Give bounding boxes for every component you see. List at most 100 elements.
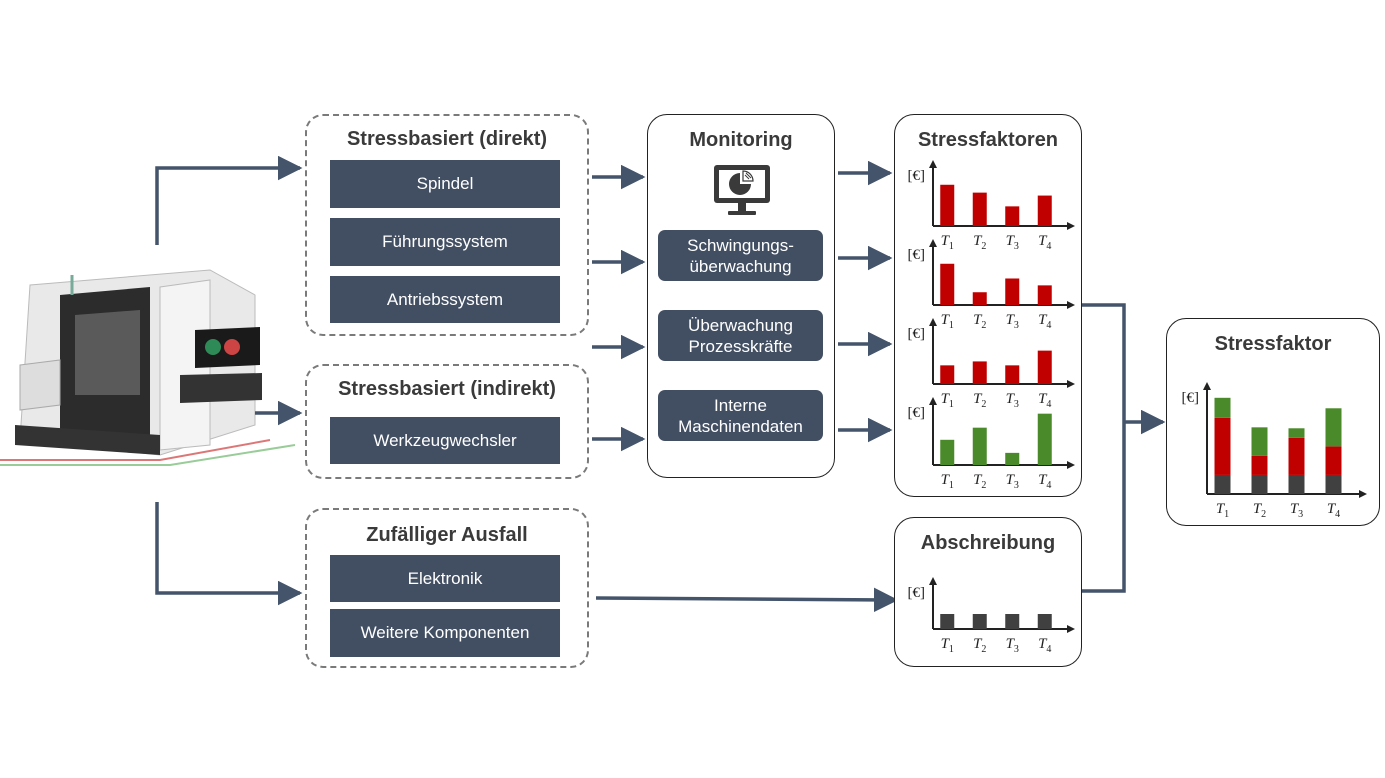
monitor-pie-chart-icon xyxy=(714,165,770,215)
stressfaktoren-title: Stressfaktoren xyxy=(917,129,1059,151)
component-weitere-komponenten[interactable]: Weitere Komponenten xyxy=(330,609,560,657)
x-axis-arrow xyxy=(1067,625,1075,633)
x-axis-arrow xyxy=(1067,301,1075,309)
abschreibung-title: Abschreibung xyxy=(920,532,1056,554)
bar-T2 xyxy=(972,427,987,465)
bar-T2 xyxy=(972,614,987,629)
x-tick-label: T4 xyxy=(1327,501,1340,520)
bar-T1 xyxy=(940,184,955,226)
x-tick-label: T2 xyxy=(1253,501,1266,520)
monitoring-prozesskraefte[interactable]: Überwachung Prozesskräfte xyxy=(658,310,823,361)
y-axis-label: [€] xyxy=(1182,390,1200,406)
monitoring-schwingungsueberwachung[interactable]: Schwingungs- überwachung xyxy=(658,230,823,281)
arrow-machine-random xyxy=(155,502,303,606)
group-random-failure-title: Zufälliger Ausfall xyxy=(366,524,528,546)
bar-T2-segment-1 xyxy=(1251,474,1268,494)
x-axis-arrow xyxy=(1067,380,1075,388)
stressfaktor-title: Stressfaktor xyxy=(1214,333,1332,355)
x-tick-label: T1 xyxy=(941,636,954,655)
bar-T4 xyxy=(1037,413,1052,465)
x-tick-label: T2 xyxy=(973,391,986,410)
x-tick-label: T2 xyxy=(973,233,986,252)
cnc-machine-icon xyxy=(0,269,296,466)
y-axis-arrow xyxy=(929,577,937,585)
x-tick-label: T2 xyxy=(973,636,986,655)
bar-T3-segment-1 xyxy=(1288,474,1305,494)
y-axis-arrow xyxy=(929,318,937,326)
x-tick-label: T1 xyxy=(1216,501,1229,520)
bar-T3-segment-2 xyxy=(1288,437,1305,475)
bar-T4 xyxy=(1037,285,1052,305)
bar-T2-segment-3 xyxy=(1251,427,1268,456)
bar-T3 xyxy=(1005,452,1020,465)
x-axis-arrow xyxy=(1067,222,1075,230)
x-tick-label: T4 xyxy=(1038,391,1051,410)
x-tick-label: T3 xyxy=(1006,312,1019,331)
monitoring-title: Monitoring xyxy=(689,129,793,151)
bar-T2 xyxy=(972,361,987,384)
abschreibung-chart: [€] T1 T2 T3 T4 xyxy=(908,577,1075,655)
x-tick-label: T2 xyxy=(973,472,986,491)
bar-T3-segment-3 xyxy=(1288,428,1305,438)
bar-T1 xyxy=(940,439,955,465)
bar-T4 xyxy=(1037,350,1052,384)
y-axis-label: [€] xyxy=(908,585,926,601)
y-axis-label: [€] xyxy=(908,405,926,421)
group-random-failure: Zufälliger Ausfall xyxy=(305,508,589,668)
bar-T3 xyxy=(1005,365,1020,384)
y-axis-label: [€] xyxy=(908,326,926,342)
bar-T1 xyxy=(940,263,955,305)
component-spindel[interactable]: Spindel xyxy=(330,160,560,208)
bar-T3 xyxy=(1005,206,1020,226)
y-axis-arrow xyxy=(929,397,937,405)
bar-T1-segment-3 xyxy=(1214,397,1231,418)
component-werkzeugwechsler[interactable]: Werkzeugwechsler xyxy=(330,417,560,464)
x-tick-label: T1 xyxy=(941,391,954,410)
y-axis-label: [€] xyxy=(908,168,926,184)
y-axis-arrow xyxy=(929,239,937,247)
x-tick-label: T1 xyxy=(941,312,954,331)
bar-T4-segment-3 xyxy=(1325,408,1342,447)
x-tick-label: T3 xyxy=(1006,233,1019,252)
arrow-merge-top xyxy=(1082,303,1126,593)
x-tick-label: T3 xyxy=(1290,501,1303,520)
y-axis-label: [€] xyxy=(908,247,926,263)
stressfaktor-chart-4: [€] T1 T2 T3 T4 xyxy=(908,397,1075,491)
stressfaktor-panel: Stressfaktor xyxy=(1166,318,1380,526)
y-axis-arrow xyxy=(1203,382,1211,390)
x-tick-label: T3 xyxy=(1006,472,1019,491)
component-antriebssystem[interactable]: Antriebssystem xyxy=(330,276,560,323)
bar-T4 xyxy=(1037,614,1052,629)
x-tick-label: T4 xyxy=(1038,312,1051,331)
x-tick-label: T4 xyxy=(1038,636,1051,655)
bar-T1 xyxy=(940,365,955,384)
group-stress-direct-title: Stressbasiert (direkt) xyxy=(346,128,548,150)
bar-T1-segment-1 xyxy=(1214,474,1231,494)
bar-T2 xyxy=(972,292,987,305)
y-axis-arrow xyxy=(929,160,937,168)
component-elektronik[interactable]: Elektronik xyxy=(330,555,560,602)
bar-T2 xyxy=(972,192,987,226)
bar-T4-segment-1 xyxy=(1325,474,1342,494)
stressfaktor-gesamt-chart: [€] T1 T2 T3 T4 xyxy=(1182,382,1367,520)
x-tick-label: T4 xyxy=(1038,472,1051,491)
group-stress-indirect: Stressbasiert (indirekt) xyxy=(305,364,589,479)
group-stress-direct: Stressbasiert (direkt) xyxy=(305,114,589,336)
bar-T4-segment-2 xyxy=(1325,446,1342,475)
x-tick-label: T1 xyxy=(941,233,954,252)
x-axis-arrow xyxy=(1067,461,1075,469)
bar-T1 xyxy=(940,614,955,629)
component-fuehrungssystem[interactable]: Führungssystem xyxy=(330,218,560,266)
bar-T4 xyxy=(1037,195,1052,226)
bar-T3 xyxy=(1005,614,1020,629)
monitoring-maschinendaten[interactable]: Interne Maschinendaten xyxy=(658,390,823,441)
x-tick-label: T1 xyxy=(941,472,954,491)
x-tick-label: T3 xyxy=(1006,391,1019,410)
x-tick-label: T3 xyxy=(1006,636,1019,655)
bar-T2-segment-2 xyxy=(1251,455,1268,475)
bar-T1-segment-2 xyxy=(1214,417,1231,475)
bar-T3 xyxy=(1005,278,1020,305)
